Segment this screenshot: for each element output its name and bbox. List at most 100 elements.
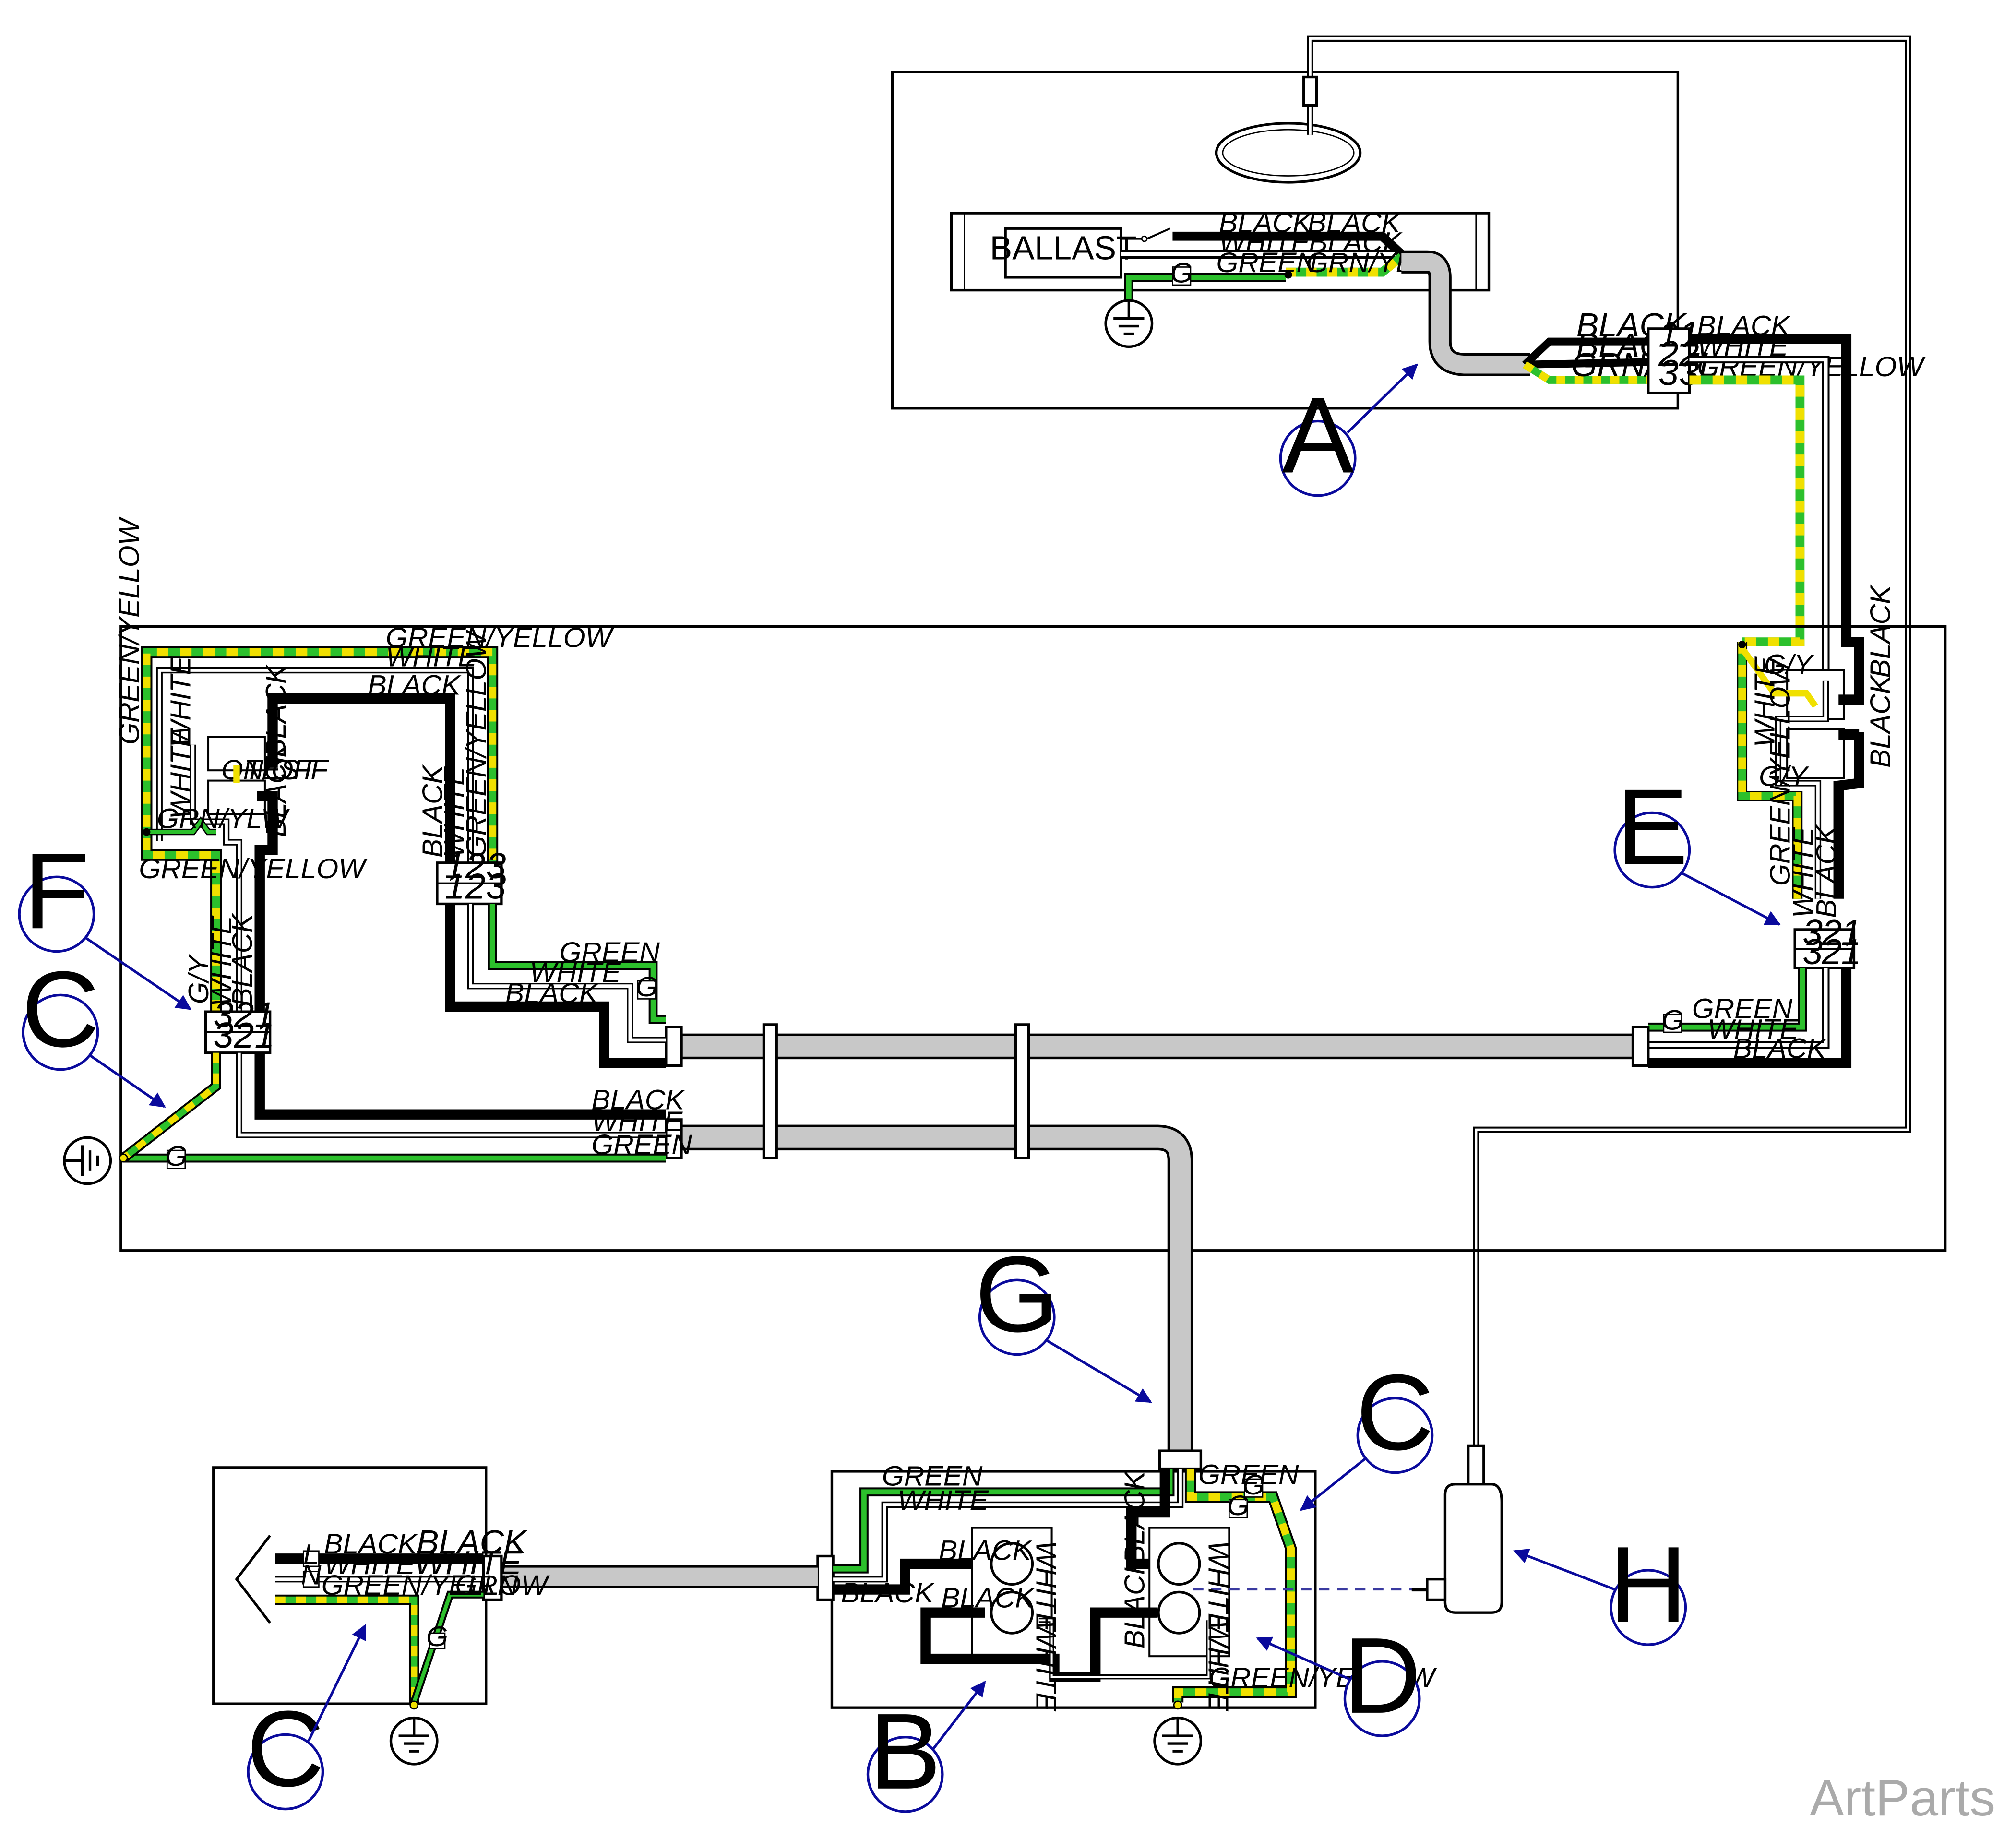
left-wire-label: WHITE bbox=[386, 642, 477, 673]
e-pin: 2 bbox=[1821, 912, 1842, 953]
e-pin: 2 bbox=[1821, 931, 1842, 972]
right-wire-label: BLACK bbox=[1811, 824, 1842, 918]
power-adapter bbox=[1411, 1444, 1503, 1614]
callout-c-outlet: C bbox=[1300, 1352, 1434, 1511]
outlet-wire-label: BLACK bbox=[841, 1577, 935, 1609]
left-wire-label: BLACK bbox=[261, 664, 292, 758]
left-wire-label: WHITE bbox=[165, 656, 196, 747]
right-wire-label: G/Y bbox=[1759, 761, 1809, 792]
f-pin: 3 bbox=[214, 994, 234, 1035]
outlet-wire-label: GREEN bbox=[1198, 1459, 1299, 1491]
callout-a: A bbox=[1279, 363, 1418, 497]
plug-box: L N G BLACK BLACK WHITE WHITE GREEN/YELL… bbox=[212, 1466, 818, 1764]
connector-pin: 3 bbox=[1658, 353, 1679, 393]
right-wire-label: WHITE bbox=[1707, 1014, 1799, 1045]
left-ground-tag: G bbox=[165, 1141, 187, 1172]
callout-letter: F bbox=[24, 830, 89, 951]
outlet-wire-label: GREEN bbox=[882, 1460, 983, 1492]
outlet-wire-label: BLACK bbox=[1119, 1554, 1150, 1648]
right-switch-assembly: BLACK BLACK G/Y G/Y WHITE GREEN/YELLOW W… bbox=[1648, 584, 1896, 1068]
e-pin: 1 bbox=[1841, 912, 1861, 953]
mid-pin: 1 bbox=[445, 866, 465, 907]
f-wire-label: WHITE bbox=[206, 915, 238, 1006]
outlet-wire-label: WHITE bbox=[897, 1485, 989, 1516]
low-wire-label: GREEN bbox=[591, 1129, 692, 1160]
plug-wire-label: GRN bbox=[455, 1570, 518, 1601]
left-switch-assembly: ON/OFF TEST GREEN/YELLOW WHITE BLACK GRE… bbox=[64, 516, 692, 1183]
left-wire-label: BLACK bbox=[368, 669, 462, 701]
connector-pin: 1 bbox=[1658, 314, 1679, 354]
callout-g: G bbox=[975, 1233, 1152, 1403]
outlet-wire-label: BLACK bbox=[1119, 1470, 1150, 1564]
right-wire-label: GREEN/YELLOW bbox=[1765, 657, 1796, 886]
callout-labels: A E F C G C H bbox=[18, 363, 1781, 1813]
lamp-wire-label: WHITE bbox=[1219, 227, 1311, 258]
left-wire-label: GREEN/YELLOW bbox=[386, 622, 615, 653]
callout-f: F bbox=[18, 830, 192, 1011]
right-ground-tag: G bbox=[1662, 1005, 1684, 1036]
plug-terminal: L bbox=[303, 1539, 319, 1570]
lamp-wire-label: BLACK bbox=[1308, 207, 1402, 239]
right-wire-label: WHITE bbox=[1749, 656, 1780, 747]
mid-pin: 3 bbox=[486, 866, 506, 907]
mid-pin: 1 bbox=[445, 846, 465, 886]
f-pin: 2 bbox=[234, 994, 254, 1035]
e-pin: 3 bbox=[1802, 912, 1823, 953]
callout-letter: E bbox=[1616, 766, 1688, 887]
lamp-to-panel-wires bbox=[1689, 334, 1864, 681]
watermark: ArtParts bbox=[1810, 1769, 1995, 1827]
callout-letter: B bbox=[869, 1691, 941, 1812]
plug-wire-label: GREEN/YELLOW bbox=[322, 1570, 550, 1601]
right-wire-label: G/Y bbox=[1764, 649, 1814, 681]
outlet-ground-tag: G bbox=[1227, 1490, 1249, 1521]
callout-letter: C bbox=[247, 1688, 325, 1809]
e-pin: 3 bbox=[1802, 931, 1823, 972]
low-wire-label: WHITE bbox=[591, 1106, 683, 1137]
switch-label: TEST bbox=[244, 754, 319, 786]
f-pin: 2 bbox=[234, 1015, 254, 1055]
lamp-wire-label: BLACK bbox=[1309, 227, 1403, 258]
callout-d: D bbox=[1256, 1615, 1421, 1737]
left-wire-label: BLACK bbox=[261, 743, 292, 837]
mid-pin: 2 bbox=[465, 866, 486, 907]
left-wire-label: GREEN/YELLOW bbox=[139, 853, 368, 884]
low-wire-label: BLACK bbox=[591, 1085, 685, 1116]
mid-wire-label: GREEN/YELLOW bbox=[461, 629, 492, 858]
plug-wire-label: WHITE bbox=[414, 1544, 523, 1581]
right-wire-label: BLACK bbox=[1865, 584, 1896, 678]
conduit-runs bbox=[665, 1023, 1650, 1470]
lamp-ground-tag: G bbox=[1170, 258, 1193, 289]
callout-b: B bbox=[866, 1681, 986, 1813]
outlet-ground-tag: G bbox=[1242, 1469, 1264, 1501]
f-pin: 1 bbox=[254, 1015, 274, 1055]
right-wire-label: GREEN bbox=[1692, 993, 1793, 1025]
right-wire-label: BLACK bbox=[1733, 1033, 1827, 1064]
mid-wire-label: WHITE bbox=[530, 957, 621, 989]
callout-letter: C bbox=[22, 949, 100, 1070]
right-wire-label: BLACK bbox=[1865, 674, 1896, 768]
callout-letter: G bbox=[975, 1233, 1059, 1354]
lamp-wire-label: GREEN bbox=[1217, 247, 1317, 278]
mid-wire-label: WHITE bbox=[439, 766, 470, 858]
connector-pin: 2 bbox=[1658, 334, 1679, 374]
outlet-wire-label: BLACK bbox=[939, 1535, 1033, 1566]
plug-wire-label: WHITE bbox=[324, 1549, 416, 1580]
callout-letter: H bbox=[1609, 1524, 1687, 1645]
outlet-wire-label: WHITE bbox=[1030, 1620, 1061, 1711]
e-pin: 1 bbox=[1841, 931, 1861, 972]
f-pin: 3 bbox=[214, 1015, 234, 1055]
callout-c-plug: C bbox=[247, 1624, 367, 1811]
mid-ground-tag: G bbox=[636, 971, 658, 1003]
plug-wire-label: BLACK bbox=[417, 1523, 527, 1561]
mid-wire-label: GREEN bbox=[559, 937, 660, 968]
ballast-label: BALLAST bbox=[990, 229, 1137, 266]
plug-wire-label: BLACK bbox=[324, 1528, 418, 1560]
mid-pin: 2 bbox=[465, 846, 486, 886]
f-wire-label: BLACK bbox=[227, 913, 258, 1007]
mid-wire-label: BLACK bbox=[418, 764, 449, 858]
callout-c-panel: C bbox=[22, 949, 166, 1108]
left-wire-label: GRN/YLW bbox=[157, 803, 290, 835]
plug-ground-tag: G bbox=[426, 1621, 448, 1652]
main-panel bbox=[119, 625, 1947, 1252]
